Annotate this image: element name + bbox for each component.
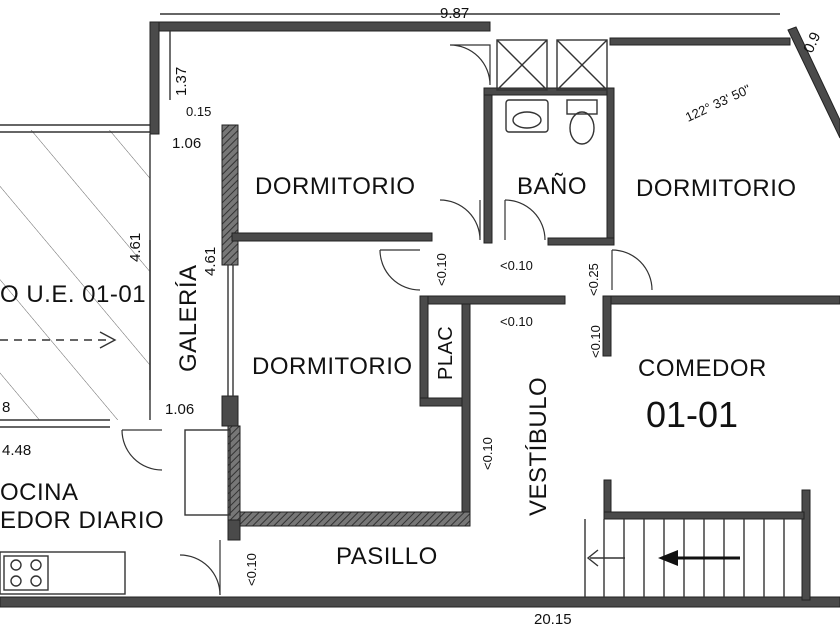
wall-top-right: [609, 37, 791, 46]
dim-offset: 0.15: [186, 104, 211, 119]
room-galeria: GALERÍA: [175, 264, 202, 372]
wall-right-bottom: [801, 489, 811, 601]
room-neighbor-unit: O U.E. 01-01: [0, 281, 146, 308]
room-plac: PLAC: [435, 326, 457, 380]
unit-code: 01-01: [646, 394, 738, 435]
wall-thickness-4: <0.10: [588, 325, 603, 358]
wall-thickness-3: <0.10: [500, 314, 533, 329]
neighbor-unit-hatch: [0, 130, 150, 420]
room-comedor: COMEDOR: [638, 355, 767, 382]
room-dormitorio-2: DORMITORIO: [636, 175, 797, 202]
wall-thickness-2: <0.10: [500, 258, 533, 273]
room-dormitorio-3: DORMITORIO: [252, 353, 413, 380]
dim-8: 8: [2, 399, 10, 416]
pasillo-wall-hatch: [231, 511, 471, 527]
toilet-icon: [566, 99, 598, 115]
dim-gallery-height: 4.61: [202, 247, 219, 276]
wall-thickness-5: <0.10: [480, 437, 495, 470]
dim-gallery-bottom: 1.06: [165, 401, 194, 418]
dim-left-outer: 4.61: [127, 233, 144, 262]
door-top: [449, 44, 491, 86]
room-cocina: OCINA: [0, 479, 79, 506]
wall-top: [149, 21, 491, 32]
wall-left-upper: [149, 21, 160, 135]
room-vestibulo: VESTÍBULO: [525, 377, 552, 516]
wall-diagonal: [787, 26, 840, 139]
dim-bottom-total: 20.15: [534, 611, 572, 628]
dim-angle: 122° 33' 50": [683, 81, 753, 124]
wall-bottom: [0, 596, 840, 608]
room-comedor-diario: EDOR DIARIO: [0, 507, 164, 534]
room-bano: BAÑO: [517, 173, 587, 200]
dim-top-total: 9.87: [440, 5, 469, 22]
room-pasillo: PASILLO: [336, 543, 438, 570]
dim-left-small: 1.37: [173, 67, 190, 96]
sink-icon: [505, 99, 549, 133]
gallery-wall-top: [221, 124, 239, 266]
dim-gallery-top: 1.06: [172, 135, 201, 152]
stove-icon: [3, 555, 49, 591]
room-dormitorio-1: DORMITORIO: [255, 173, 416, 200]
wall-thickness-6: <0.10: [244, 553, 259, 586]
wall-thickness-025: <0.25: [586, 263, 601, 296]
wall-thickness-1: <0.10: [434, 253, 449, 286]
dim-left-width: 4.48: [2, 442, 31, 459]
